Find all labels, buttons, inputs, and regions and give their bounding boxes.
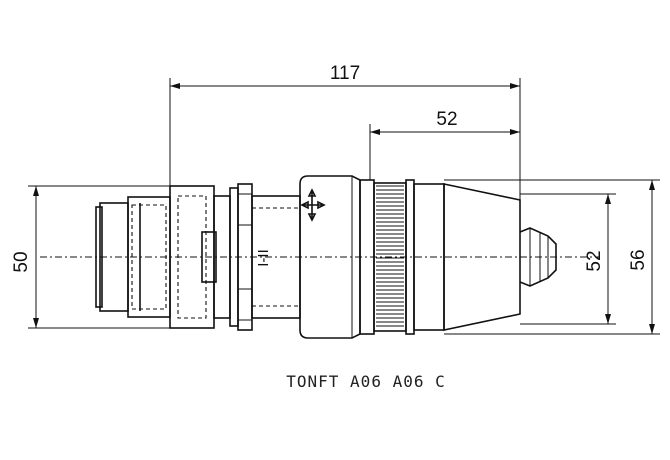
dimension-head-length: 52 xyxy=(369,109,520,180)
dimension-body-height: 50 xyxy=(11,185,172,329)
head-inner-diameter-label: 52 xyxy=(584,250,605,271)
switch-housing xyxy=(299,175,361,339)
position-mark-label: I-II xyxy=(255,249,272,267)
mounting-nut xyxy=(229,183,253,331)
overall-length-label: 117 xyxy=(330,63,360,84)
head-length-label: 52 xyxy=(436,109,457,130)
head-outer-diameter-label: 56 xyxy=(628,249,649,270)
dimension-head-outer-diameter: 56 xyxy=(444,179,660,335)
selector-head xyxy=(443,183,557,331)
body-height-label: 50 xyxy=(11,251,32,272)
dimension-head-inner-diameter: 52 xyxy=(520,193,616,325)
contact-block xyxy=(95,185,231,329)
drawing-caption: TONFT A06 A06 C xyxy=(286,372,446,391)
